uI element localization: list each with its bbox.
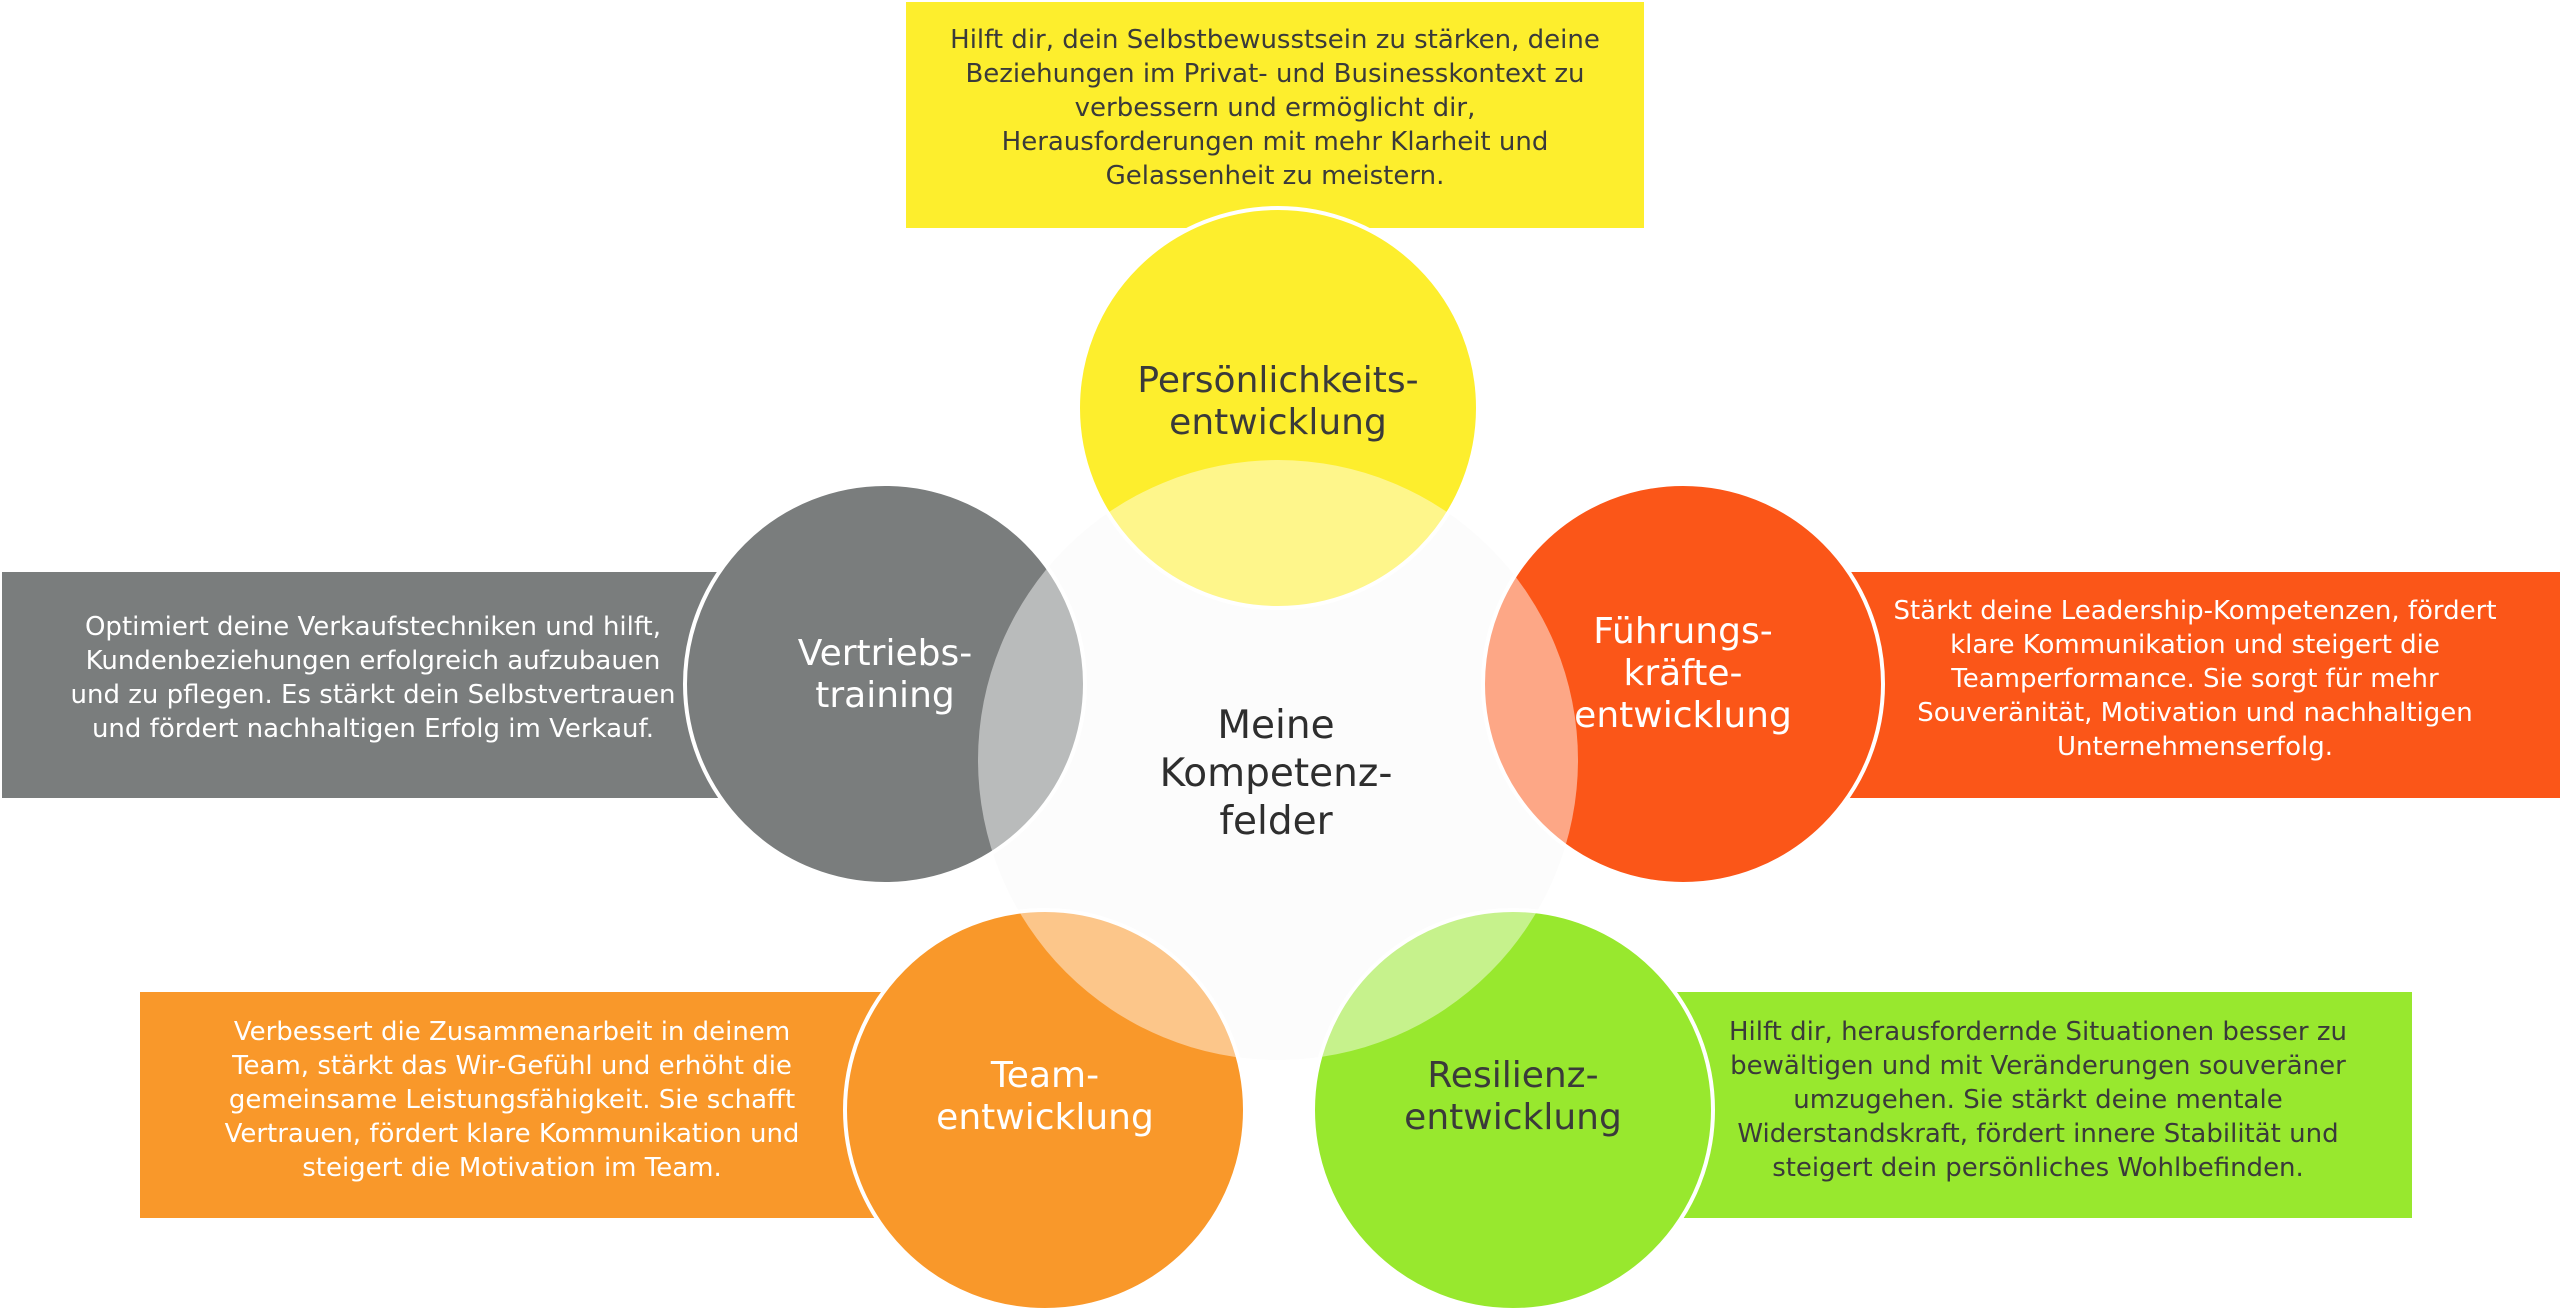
center-circle [978, 460, 1578, 1060]
title-fuehrung: Führungs- [1593, 611, 1772, 652]
title-fuehrung: entwicklung [1574, 695, 1792, 736]
description-box-fuehrung [1816, 572, 2560, 798]
description-line-resilienz: umzugehen. Sie stärkt deine mentale [1793, 1085, 2282, 1115]
description-line-team: gemeinsame Leistungsfähigkeit. Sie schaf… [229, 1085, 795, 1115]
description-line-fuehrung: Stärkt deine Leadership-Kompetenzen, för… [1893, 596, 2496, 626]
title-resilienz: Resilienz- [1427, 1055, 1598, 1096]
circle-vertrieb [683, 482, 1087, 886]
overlap-persoenlichkeit [1078, 460, 1478, 608]
center-title: felder [1219, 799, 1333, 844]
description-line-fuehrung: Souveränität, Motivation und nachhaltige… [1917, 698, 2473, 728]
description-box-resilienz [1668, 992, 2412, 1218]
description-line-vertrieb: und fördert nachhaltigen Erfolg im Verka… [92, 714, 654, 744]
description-line-vertrieb: Optimiert deine Verkaufstechniken und hi… [85, 612, 661, 642]
description-boxes: Hilft dir, dein Selbstbewusstsein zu stä… [2, 2, 2560, 1218]
description-line-persoenlichkeit: Beziehungen im Privat- und Businesskonte… [965, 59, 1584, 89]
description-box-team [140, 992, 884, 1218]
center-title: Meine [1217, 703, 1334, 748]
description-line-team: steigert die Motivation im Team. [302, 1153, 722, 1183]
description-line-fuehrung: Unternehmenserfolg. [2057, 732, 2333, 762]
title-persoenlichkeit: Persönlichkeits- [1137, 360, 1418, 401]
description-box-vertrieb [2, 572, 746, 798]
description-line-persoenlichkeit: Herausforderungen mit mehr Klarheit und [1002, 127, 1549, 157]
description-line-team: Verbessert die Zusammenarbeit in deinem [234, 1017, 790, 1047]
description-line-vertrieb: und zu pflegen. Es stärkt dein Selbstver… [71, 680, 676, 710]
description-line-resilienz: Widerstandskraft, fördert innere Stabili… [1737, 1119, 2338, 1149]
title-resilienz: entwicklung [1404, 1097, 1622, 1138]
description-line-persoenlichkeit: Gelassenheit zu meistern. [1106, 161, 1445, 191]
circle-persoenlichkeit [1076, 206, 1480, 610]
description-line-resilienz: Hilft dir, herausfordernde Situationen b… [1729, 1017, 2347, 1047]
description-box-persoenlichkeit [906, 2, 1644, 228]
description-line-resilienz: bewältigen und mit Veränderungen souverä… [1730, 1051, 2346, 1081]
description-line-vertrieb: Kundenbeziehungen erfolgreich aufzubauen [86, 646, 661, 676]
overlap-resilienz [1313, 910, 1578, 1060]
center-title: Kompetenz- [1160, 751, 1393, 796]
description-line-persoenlichkeit: Hilft dir, dein Selbstbewusstsein zu stä… [950, 25, 1600, 55]
description-line-fuehrung: klare Kommunikation und steigert die [1950, 630, 2440, 660]
description-line-resilienz: steigert dein persönliches Wohlbefinden. [1772, 1153, 2304, 1183]
overlap-team [978, 910, 1245, 1060]
circle-team [843, 908, 1247, 1312]
title-team: entwicklung [936, 1097, 1154, 1138]
circle-resilienz [1311, 908, 1715, 1312]
circle-fuehrung [1481, 482, 1885, 886]
description-line-team: Team, stärkt das Wir-Gefühl und erhöht d… [231, 1051, 792, 1081]
title-fuehrung: kräfte- [1623, 653, 1742, 694]
field-circles [683, 206, 1885, 1312]
title-team: Team- [990, 1055, 1099, 1096]
labels: Persönlichkeits-entwicklungFührungs-kräf… [798, 360, 1792, 1138]
description-line-team: Vertrauen, fördert klare Kommunikation u… [225, 1119, 800, 1149]
title-vertrieb: training [815, 675, 954, 716]
center-circle-group [978, 460, 1578, 1060]
title-vertrieb: Vertriebs- [798, 633, 972, 674]
description-line-fuehrung: Teamperformance. Sie sorgt für mehr [1950, 664, 2439, 694]
title-persoenlichkeit: entwicklung [1169, 402, 1387, 443]
description-line-persoenlichkeit: verbessern und ermöglicht dir, [1075, 93, 1476, 123]
